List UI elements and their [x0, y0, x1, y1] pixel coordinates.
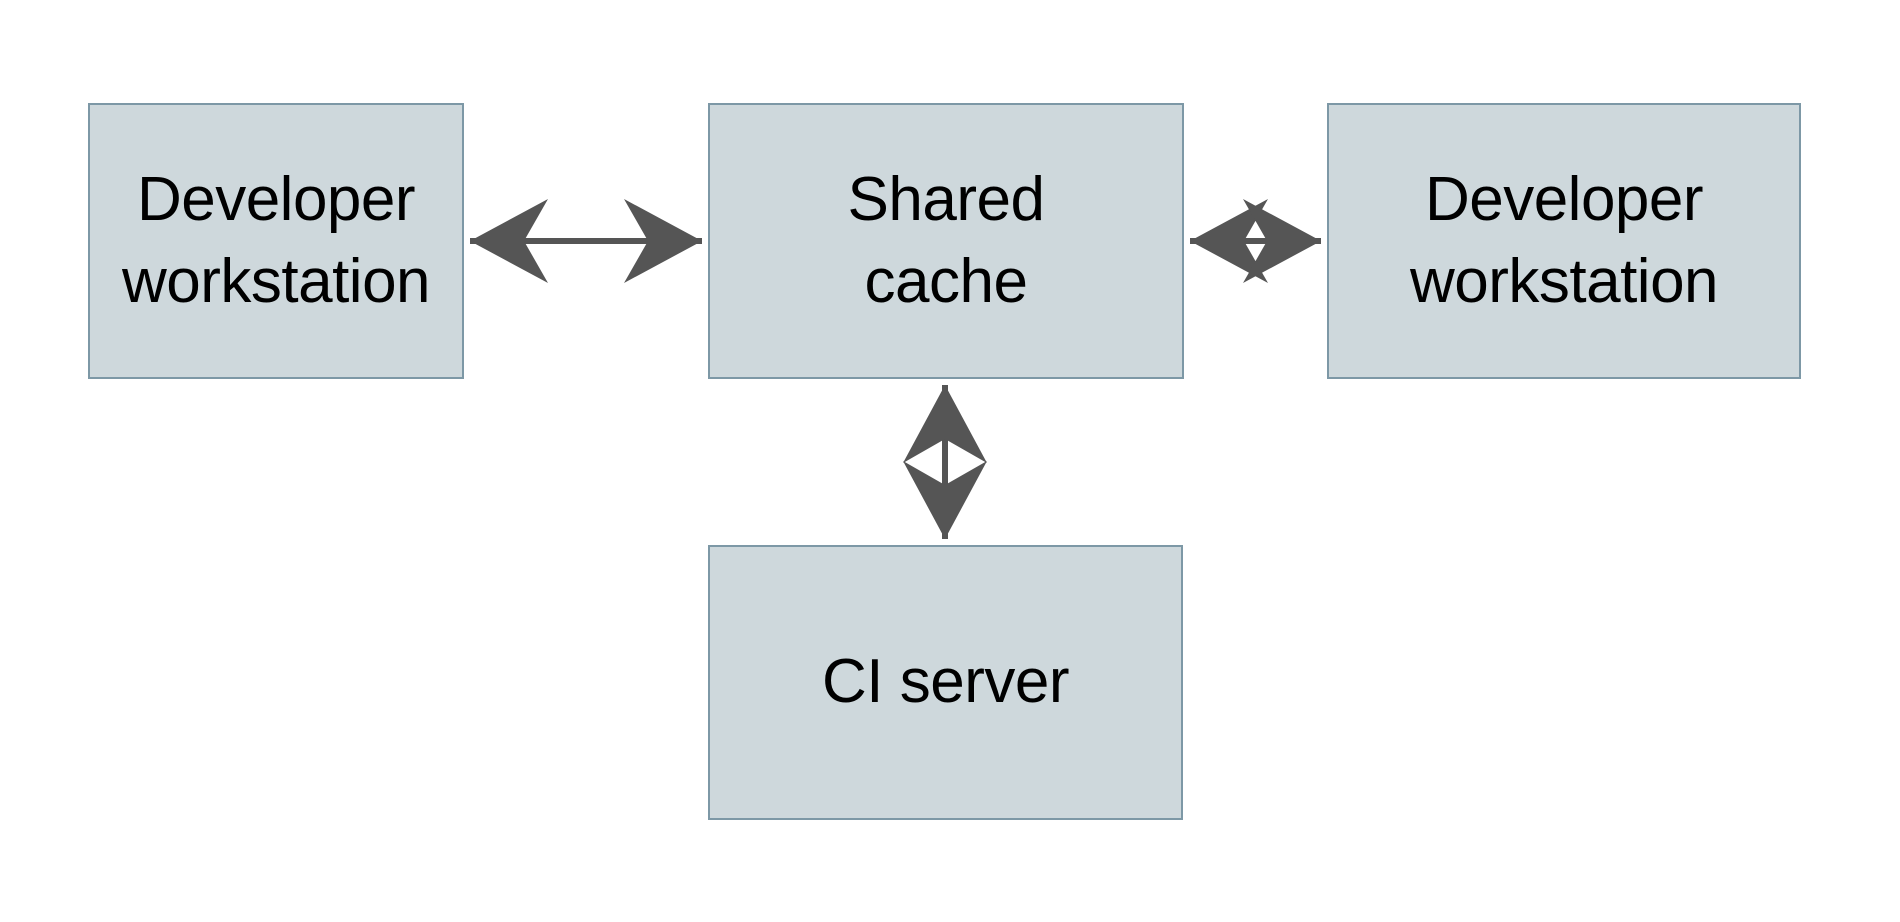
node-developer-workstation-right[interactable]: Developer workstation: [1327, 103, 1801, 379]
node-label: Developer workstation: [121, 164, 431, 316]
node-label: CI server: [822, 647, 1069, 717]
node-label: Developer workstation: [1409, 164, 1719, 316]
node-label: Shared cache: [847, 164, 1045, 316]
node-shared-cache[interactable]: Shared cache: [708, 103, 1184, 379]
node-developer-workstation-left[interactable]: Developer workstation: [88, 103, 464, 379]
node-ci-server[interactable]: CI server: [708, 545, 1183, 820]
